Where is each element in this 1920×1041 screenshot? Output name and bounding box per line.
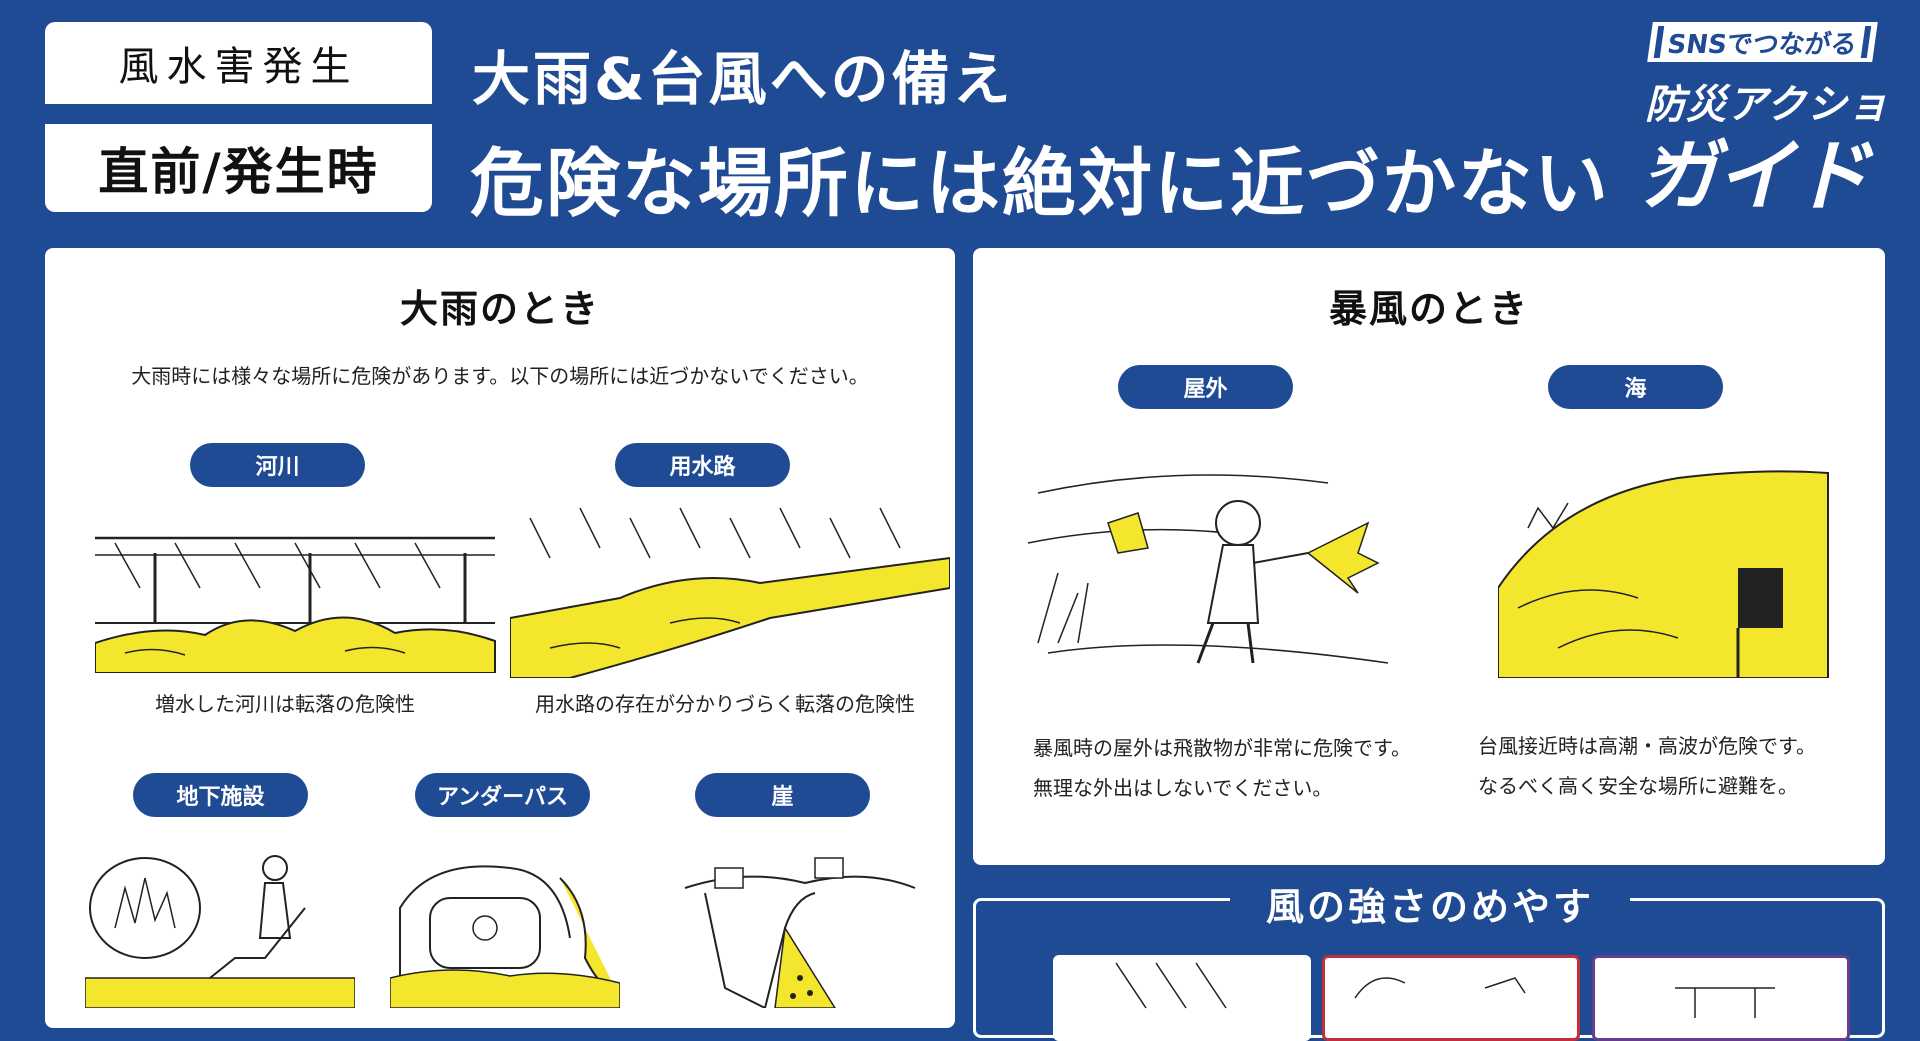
page-subtitle: 大雨&台風への備え xyxy=(472,45,1014,113)
caption-river: 増水した河川は転落の危険性 xyxy=(155,692,415,716)
label-cliff: 崖 xyxy=(695,773,870,817)
logo-line1: 防災アクション xyxy=(1645,82,1889,186)
wind-card-1 xyxy=(1053,955,1311,1041)
label-outdoors: 屋外 xyxy=(1118,365,1293,409)
underground-illustration xyxy=(85,855,355,1008)
label-underground-facility: 地下施設 xyxy=(133,773,308,817)
sea-illustration xyxy=(1498,470,1829,678)
storm-heading: 暴風のとき xyxy=(1328,287,1529,331)
badge-divider xyxy=(45,104,432,124)
underpass-illustration xyxy=(390,865,620,1008)
cliff-illustration xyxy=(684,857,916,1008)
wind-card-3 xyxy=(1592,955,1850,1041)
wind-card-2-illustration xyxy=(1354,977,1526,999)
guide-logo: SNSでつながる 防災アクション ガイド xyxy=(1640,22,1890,222)
storm-panel: 暴風のとき 屋外 暴風時の屋外は飛散物が非常に危険です。 無理な外出はしないでく… xyxy=(973,248,1885,865)
phase-badge: 風水害発生 直前/発生時 xyxy=(45,22,432,212)
badge-top-label: 風水害発生 xyxy=(118,44,359,90)
label-underpass: アンダーパス xyxy=(415,773,590,817)
river-illustration xyxy=(95,536,496,673)
wind-strength-title: 風の強さのめやす xyxy=(1230,876,1630,929)
outdoors-line2: 無理な外出はしないでください。 xyxy=(1033,776,1333,800)
logo-line2: ガイド xyxy=(1640,132,1870,222)
heavy-rain-intro: 大雨時には様々な場所に危険があります。以下の場所には近づかないでください。 xyxy=(131,364,869,388)
heavy-rain-panel: 大雨のとき 大雨時には様々な場所に危険があります。以下の場所には近づかないでくだ… xyxy=(45,248,955,1028)
wind-card-2 xyxy=(1322,955,1580,1041)
wind-card-3-illustration xyxy=(1675,987,1775,1018)
logo-tag: SNSでつながる xyxy=(1647,22,1878,62)
label-sea: 海 xyxy=(1548,365,1723,409)
badge-bottom-label: 直前/発生時 xyxy=(98,143,379,201)
label-river: 河川 xyxy=(190,443,365,487)
sea-line2: なるべく高く安全な場所に避難を。 xyxy=(1478,774,1798,798)
outdoors-illustration xyxy=(1028,474,1389,664)
label-irrigation-channel: 用水路 xyxy=(615,443,790,487)
heavy-rain-heading: 大雨のとき xyxy=(399,287,600,331)
caption-irrigation-channel: 用水路の存在が分かりづらく転落の危険性 xyxy=(535,692,915,716)
page-title: 危険な場所には絶対に近づかない xyxy=(470,141,1610,227)
sea-line1: 台風接近時は高潮・高波が危険です。 xyxy=(1478,734,1816,758)
irrigation-channel-illustration xyxy=(510,507,950,678)
outdoors-line1: 暴風時の屋外は飛散物が非常に危険です。 xyxy=(1033,736,1411,760)
logo-tag-text: SNSでつながる xyxy=(1665,29,1859,60)
wind-card-1-illustration xyxy=(1115,962,1227,1009)
